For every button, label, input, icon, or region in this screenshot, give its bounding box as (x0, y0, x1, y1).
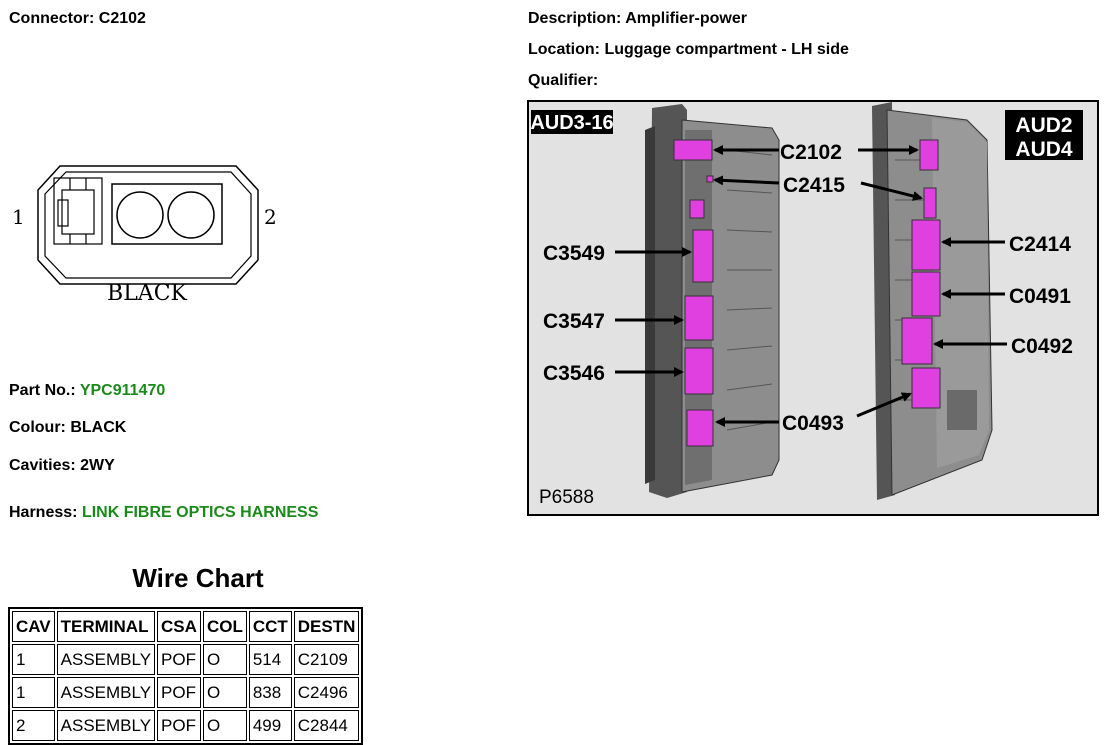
harness-field: Harness: LINK FIBRE OPTICS HARNESS (9, 504, 318, 522)
connector-c2102-left (673, 139, 713, 161)
harness-label: Harness: (9, 504, 78, 521)
connector-left-small (689, 199, 705, 219)
cell-cct: 514 (248, 644, 292, 675)
svg-text:AUD2: AUD2 (1015, 114, 1072, 137)
tag-aud3-16: AUD3-16 (530, 110, 614, 134)
callout-c0492: C0492 (1011, 335, 1073, 358)
photo-reference: P6588 (539, 487, 594, 508)
cell-csa: POF (157, 710, 201, 741)
pin-1-label: 1 (12, 205, 25, 229)
part-no-field: Part No.: YPC911470 (9, 382, 165, 400)
header-csa: CSA (157, 611, 201, 642)
callout-arrows (615, 145, 1007, 427)
header-destn: DESTN (293, 611, 360, 642)
location-photo: AUD3-16 AUD2 AUD4 C2102 C2415 C3549 C241… (527, 100, 1099, 516)
connector-highlights (673, 139, 941, 447)
cell-col: O (202, 644, 247, 675)
harness-link[interactable]: LINK FIBRE OPTICS HARNESS (81, 504, 319, 521)
qualifier-field: Qualifier: (528, 72, 598, 90)
cell-terminal: ASSEMBLY (56, 677, 156, 708)
connector-color-label: BLACK (107, 281, 187, 306)
callout-c3546: C3546 (543, 362, 605, 385)
connector-c3547 (684, 295, 714, 341)
wire-chart-table: CAV TERMINAL CSA COL CCT DESTN 1 ASSEMBL… (8, 607, 364, 745)
callout-c3547: C3547 (543, 310, 605, 333)
connector-c0491 (911, 271, 941, 317)
connector-c0492 (901, 317, 933, 365)
cavities-value: 2WY (80, 457, 115, 474)
tag-aud2-aud4: AUD2 AUD4 (1005, 110, 1083, 161)
header-col: COL (202, 611, 247, 642)
location-label: Location: (528, 41, 600, 58)
cell-destn: C2844 (293, 710, 360, 741)
table-header-row: CAV TERMINAL CSA COL CCT DESTN (12, 611, 360, 642)
amplifier-unit-left (645, 104, 780, 498)
cell-col: O (202, 677, 247, 708)
callout-c3549: C3549 (543, 242, 605, 265)
cell-csa: POF (157, 644, 201, 675)
cell-terminal: ASSEMBLY (56, 644, 156, 675)
cell-destn: C2109 (293, 644, 360, 675)
connector-c2415-left (706, 175, 714, 183)
connector-c2414 (911, 219, 941, 271)
location-value: Luggage compartment - LH side (604, 41, 849, 58)
cavities-field: Cavities: 2WY (9, 457, 115, 475)
description-value: Amplifier-power (625, 10, 747, 27)
colour-label: Colour: (9, 419, 66, 436)
cell-csa: POF (157, 677, 201, 708)
callout-c0493: C0493 (782, 412, 844, 435)
connector-field: Connector: C2102 (9, 10, 146, 28)
connector-label: Connector: (9, 10, 95, 27)
cell-cav: 2 (12, 710, 55, 741)
connector-c0493-left (686, 409, 714, 447)
colour-field: Colour: BLACK (9, 419, 126, 437)
connector-c3549 (692, 229, 714, 283)
description-label: Description: (528, 10, 622, 27)
header-terminal: TERMINAL (56, 611, 156, 642)
part-no-link[interactable]: YPC911470 (79, 382, 166, 399)
wire-chart-title: Wire Chart (132, 563, 264, 593)
svg-text:AUD3-16: AUD3-16 (530, 112, 613, 134)
cell-col: O (202, 710, 247, 741)
connector-value: C2102 (98, 10, 146, 27)
cell-cct: 838 (248, 677, 292, 708)
table-row: 1 ASSEMBLY POF O 838 C2496 (12, 677, 360, 708)
cell-cav: 1 (12, 644, 55, 675)
colour-value: BLACK (70, 419, 127, 436)
cell-cav: 1 (12, 677, 55, 708)
svg-text:AUD4: AUD4 (1015, 138, 1072, 161)
callout-c2415: C2415 (783, 174, 845, 197)
connector-c3546 (684, 347, 714, 395)
table-row: 1 ASSEMBLY POF O 514 C2109 (12, 644, 360, 675)
qualifier-label: Qualifier: (528, 72, 599, 89)
connector-c2415-right (923, 187, 937, 219)
location-field: Location: Luggage compartment - LH side (528, 41, 849, 59)
cell-destn: C2496 (293, 677, 360, 708)
connector-c0493-right (911, 367, 941, 409)
table-row: 2 ASSEMBLY POF O 499 C2844 (12, 710, 360, 741)
cell-cct: 499 (248, 710, 292, 741)
callout-c2102: C2102 (780, 141, 842, 164)
callout-c2414: C2414 (1009, 233, 1071, 256)
cavities-label: Cavities: (9, 457, 76, 474)
description-field: Description: Amplifier-power (528, 10, 747, 28)
connector-face-diagram: 1 2 BLACK (12, 165, 277, 306)
part-no-label: Part No.: (9, 382, 76, 399)
connector-c2102-right (919, 139, 939, 171)
header-cct: CCT (248, 611, 292, 642)
callout-c0491: C0491 (1009, 285, 1071, 308)
header-cav: CAV (12, 611, 55, 642)
pin-2-label: 2 (264, 205, 277, 229)
cell-terminal: ASSEMBLY (56, 710, 156, 741)
